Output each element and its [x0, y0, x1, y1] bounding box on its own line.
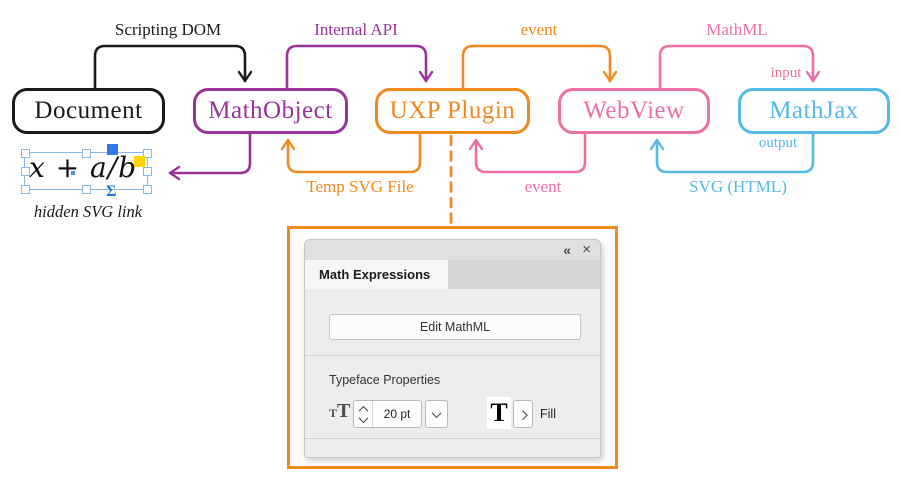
collapse-panel-icon[interactable]: « — [563, 242, 571, 258]
label-event-bottom: event — [524, 177, 562, 196]
chevron-right-icon — [517, 409, 528, 420]
label-event-top: event — [520, 20, 558, 39]
fill-label: Fill — [540, 407, 556, 421]
node-label: MathObject — [208, 97, 333, 124]
label-mathml: MathML — [706, 20, 768, 39]
panel-highlight-frame — [287, 226, 618, 469]
panel-footer — [305, 438, 600, 457]
node-label: WebView — [583, 97, 685, 124]
anchor-point — [71, 171, 75, 175]
formula-caption: hidden SVG link — [33, 202, 143, 221]
selection-handle[interactable] — [81, 184, 91, 194]
selection-handle[interactable] — [142, 166, 152, 176]
arrow-event-top — [461, 44, 618, 90]
arrow-scripting-dom — [93, 44, 253, 90]
math-expressions-panel: « × Math Expressions Edit MathML Typefac… — [304, 239, 601, 458]
selection-handle[interactable] — [20, 184, 30, 194]
node-mathjax: MathJax — [738, 88, 890, 134]
selection-handle[interactable] — [142, 184, 152, 194]
fill-color-swatch[interactable]: T — [487, 397, 511, 429]
arrow-hidden-svg — [168, 129, 252, 181]
label-temp-svg-file: Temp SVG File — [306, 177, 414, 196]
stepper-down-icon — [358, 412, 368, 423]
sigma-badge-icon: Σ — [106, 183, 117, 200]
arrow-temp-svg-file — [280, 129, 422, 174]
divider — [305, 355, 600, 356]
close-panel-icon[interactable]: × — [582, 241, 591, 258]
panel-content: Edit MathML Typeface Properties TT 20 pt… — [305, 289, 600, 438]
label-scripting-dom: Scripting DOM — [114, 20, 222, 39]
anchor-square-blue[interactable] — [107, 144, 118, 155]
panel-tab-row: Math Expressions — [305, 260, 600, 289]
typeface-properties-title: Typeface Properties — [329, 373, 441, 387]
font-size-input[interactable]: 20 pt — [353, 400, 422, 428]
tab-math-expressions[interactable]: Math Expressions — [305, 260, 448, 289]
panel-header: « × — [305, 240, 600, 260]
edit-mathml-button[interactable]: Edit MathML — [329, 314, 581, 340]
node-webview: WebView — [558, 88, 710, 134]
node-label: MathJax — [769, 97, 859, 124]
label-output: output — [758, 135, 798, 151]
font-size-icon: TT — [329, 400, 351, 422]
node-mathobject: MathObject — [193, 88, 348, 134]
anchor-square-yellow[interactable] — [134, 156, 145, 167]
selection-handle[interactable] — [81, 148, 91, 158]
font-size-dropdown-button[interactable] — [425, 400, 448, 428]
edit-mathml-button-label: Edit MathML — [419, 320, 491, 334]
font-size-value: 20 pt — [383, 407, 411, 421]
tab-label: Math Expressions — [319, 267, 431, 282]
node-label: Document — [34, 97, 143, 124]
selection-handle[interactable] — [20, 148, 30, 158]
label-svg-html: SVG (HTML) — [689, 177, 787, 196]
chevron-down-icon — [431, 407, 442, 418]
arrow-event-bottom — [468, 129, 587, 174]
font-size-stepper[interactable] — [354, 401, 373, 427]
label-internal-api: Internal API — [314, 20, 398, 39]
label-input: input — [770, 65, 802, 81]
selection-handle[interactable] — [20, 166, 30, 176]
node-document: Document — [12, 88, 165, 134]
node-uxp-plugin: UXP Plugin — [375, 88, 530, 134]
selection-handle[interactable] — [142, 148, 152, 158]
arrow-internal-api — [285, 44, 434, 90]
node-label: UXP Plugin — [389, 97, 516, 124]
fill-T-icon: T — [490, 398, 508, 427]
fill-expand-button[interactable] — [513, 400, 533, 428]
